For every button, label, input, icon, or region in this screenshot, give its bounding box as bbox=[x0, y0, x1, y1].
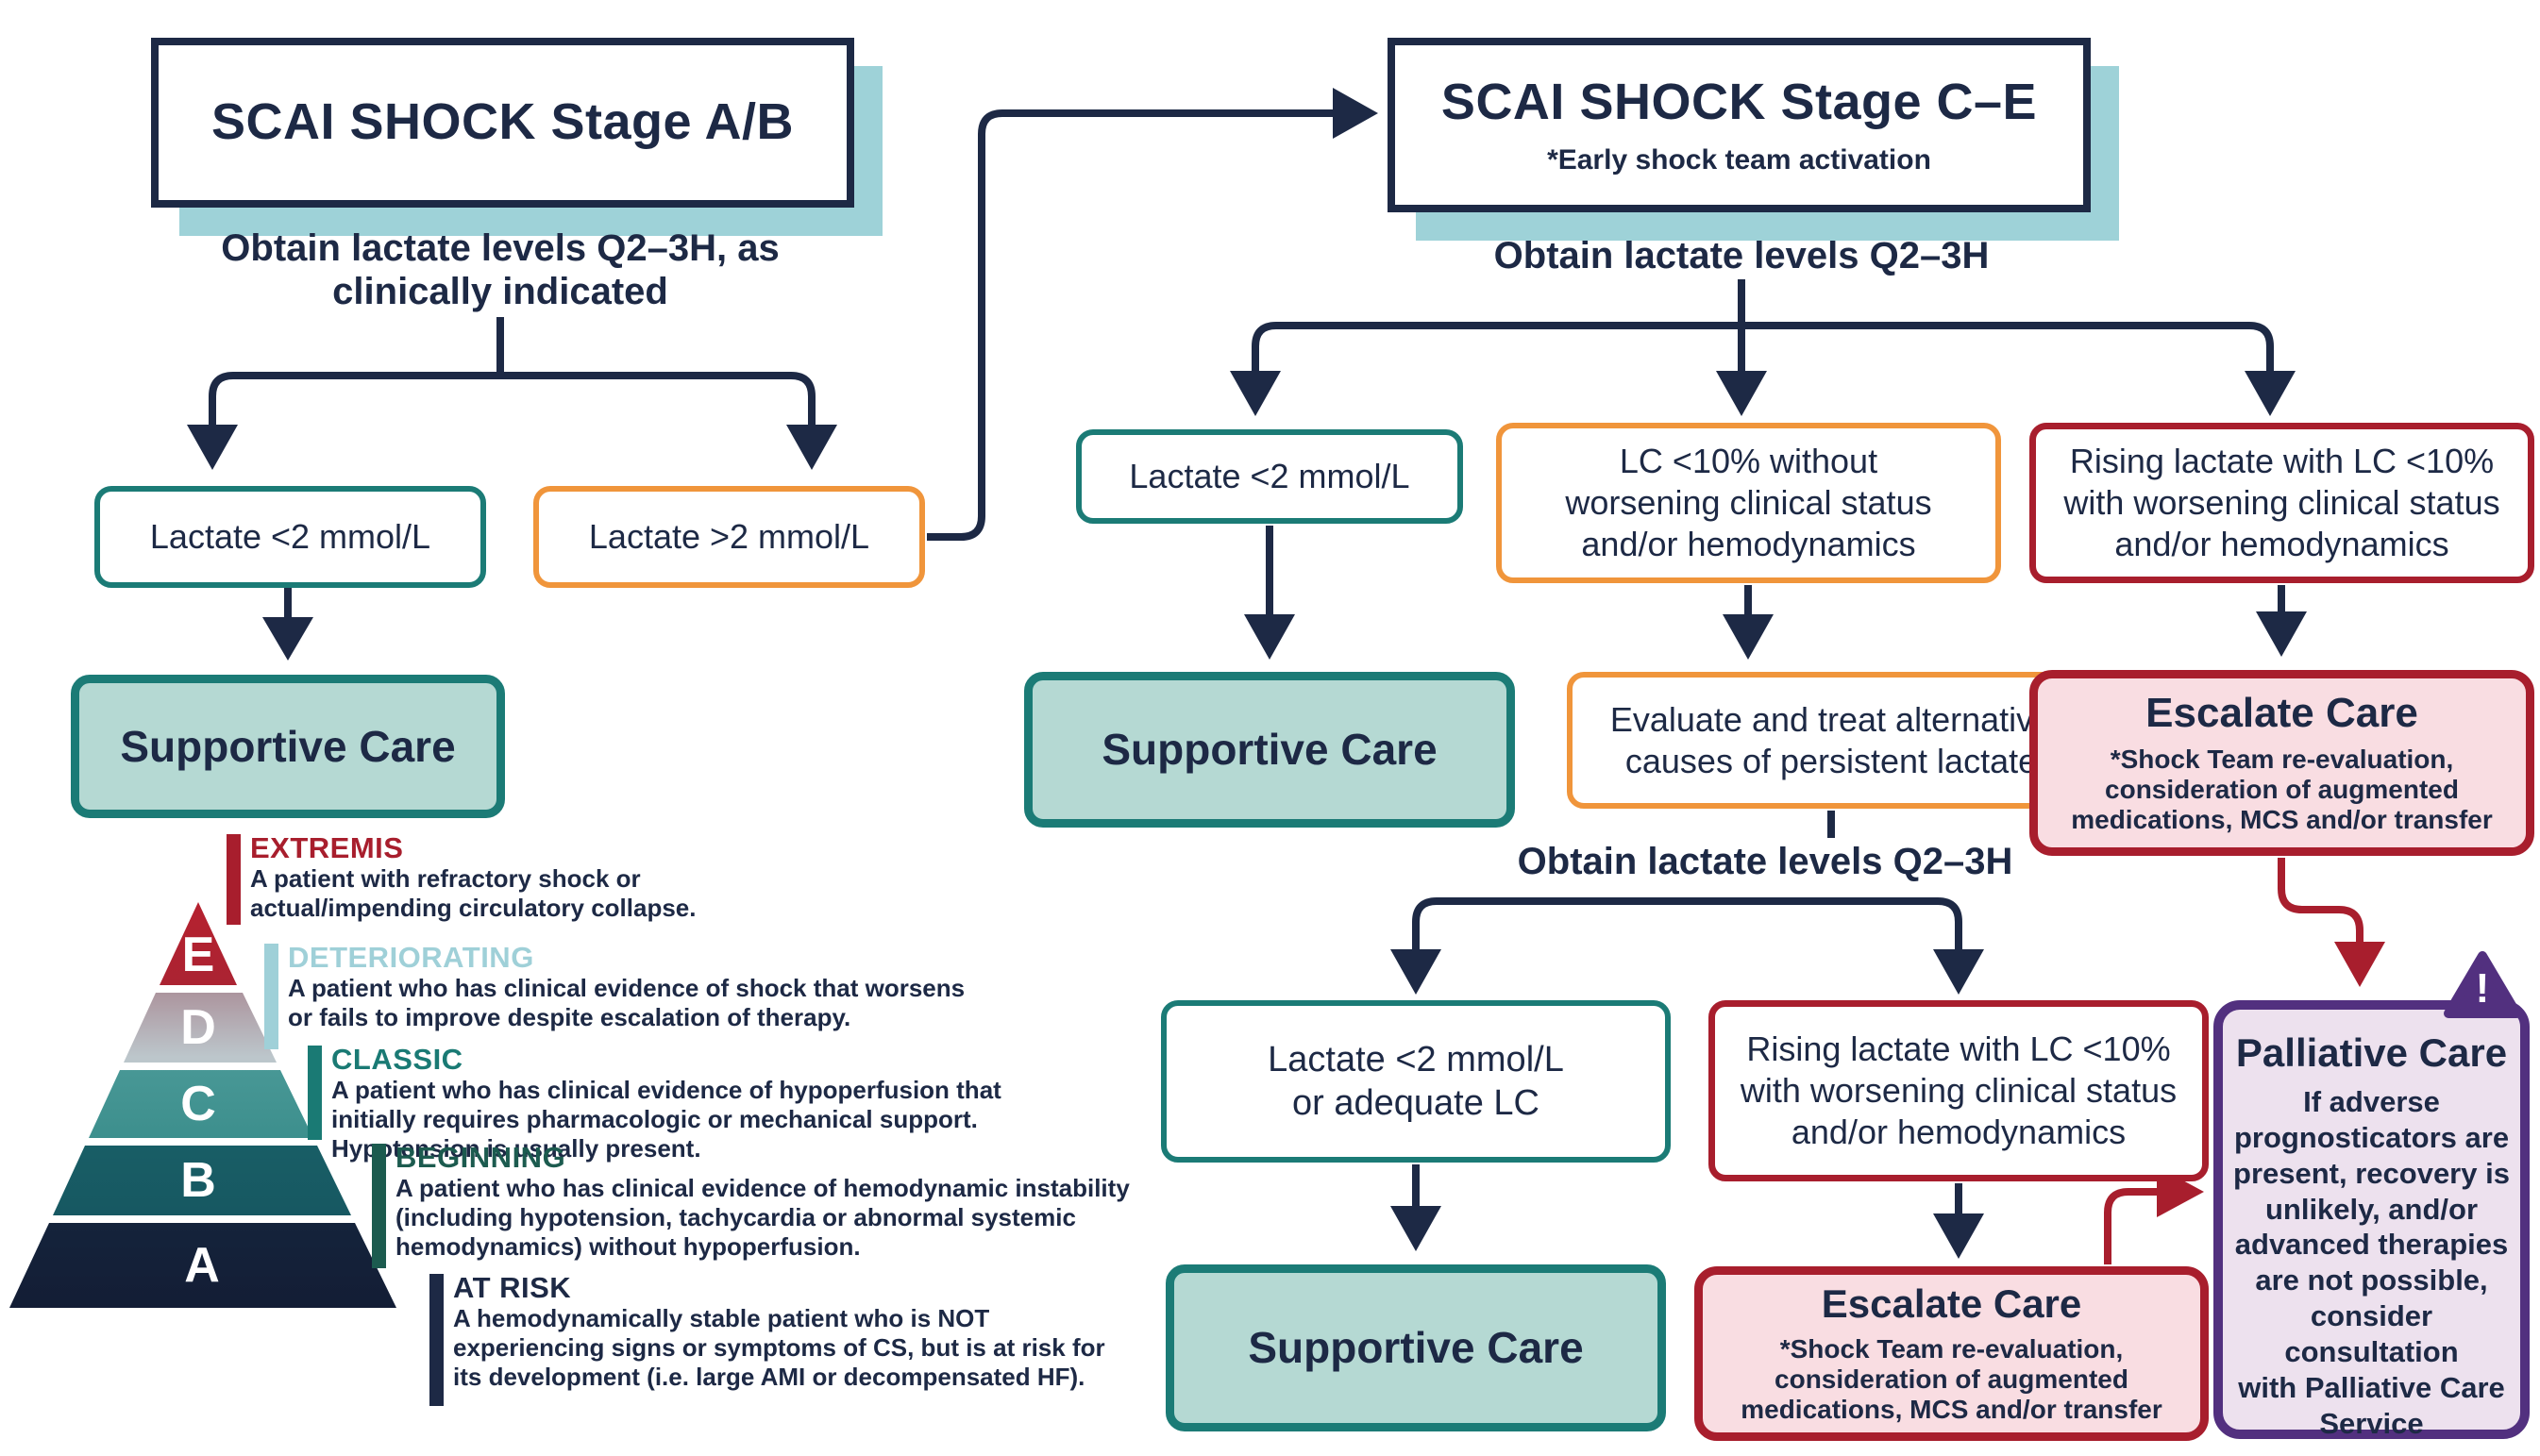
deteriorating-bar bbox=[264, 944, 278, 1049]
left-lactate-high-box: Lactate >2 mmol/L bbox=[533, 486, 925, 588]
arrowhead-red bbox=[2334, 942, 2385, 987]
r1-lactate-low-box: Lactate <2 mmol/L bbox=[1076, 429, 1463, 524]
pyramid-band-b bbox=[53, 1146, 351, 1215]
scai-stage-pyramid: E D C B A bbox=[9, 902, 398, 1310]
stage-ce-subtitle: *Early shock team activation bbox=[1547, 144, 1931, 176]
at-risk-bar bbox=[429, 1274, 444, 1406]
deteriorating-description: A patient who has clinical evidence of s… bbox=[288, 974, 966, 1032]
beginning-description: A patient who has clinical evidence of h… bbox=[395, 1174, 1130, 1262]
r4-escalate-title: Escalate Care bbox=[1821, 1280, 2082, 1326]
arrowhead bbox=[1230, 371, 1281, 416]
r4-escalate-subtitle: *Shock Team re-evaluation, consideration… bbox=[1741, 1333, 2162, 1424]
classic-description: A patient who has clinical evidence of h… bbox=[331, 1076, 1001, 1163]
arrowhead bbox=[1933, 949, 1984, 995]
pyramid-band-c bbox=[89, 1070, 313, 1138]
left-supportive-care-box: Supportive Care bbox=[71, 675, 505, 818]
warning-icon-exclamation: ! bbox=[2476, 965, 2490, 1012]
right-obtain-label-1: Obtain lactate levels Q2–3H bbox=[1493, 235, 1990, 276]
left-lactate-low-box: Lactate <2 mmol/L bbox=[94, 486, 486, 588]
arrow-escalate-to-palliative bbox=[2278, 858, 2363, 944]
at-risk-description: A hemodynamically stable patient who is … bbox=[453, 1304, 1105, 1392]
r4-supportive-care-box: Supportive Care bbox=[1166, 1264, 1666, 1431]
left-obtain-label: Obtain lactate levels Q2–3H, as clinical… bbox=[221, 227, 780, 313]
arrowhead bbox=[1333, 88, 1378, 139]
palliative-title: Palliative Care bbox=[2235, 1030, 2508, 1075]
pyramid-letter-b: B bbox=[180, 1153, 216, 1208]
r2-escalate-care-box: Escalate Care *Shock Team re-evaluation,… bbox=[2029, 670, 2534, 856]
r1-lc-without-box: LC <10% without worsening clinical statu… bbox=[1496, 423, 2001, 583]
palliative-body: If adverse prognosticators are present, … bbox=[2233, 1085, 2510, 1440]
arrowhead bbox=[2256, 611, 2307, 657]
arrowhead bbox=[1244, 614, 1295, 660]
arrowhead bbox=[786, 425, 837, 470]
r3-rising-lactate-box: Rising lactate with LC <10% with worseni… bbox=[1708, 1000, 2209, 1181]
classic-bar bbox=[308, 1046, 322, 1140]
arrowhead bbox=[1390, 949, 1441, 995]
at-risk-title: AT RISK bbox=[453, 1271, 572, 1304]
arrowhead bbox=[1723, 614, 1774, 660]
arrow-branch-right1 bbox=[1252, 322, 2274, 373]
pyramid-letter-a: A bbox=[184, 1238, 220, 1293]
r2-supportive-care-box: Supportive Care bbox=[1024, 672, 1515, 828]
beginning-title: BEGINNING bbox=[395, 1141, 566, 1174]
stage-ab-title: SCAI SHOCK Stage A/B bbox=[210, 93, 795, 151]
r3-lactate-low-box: Lactate <2 mmol/L or adequate LC bbox=[1161, 1000, 1671, 1163]
extremis-title: EXTREMIS bbox=[250, 831, 404, 864]
r2-escalate-title: Escalate Care bbox=[2145, 689, 2418, 736]
arrowhead bbox=[2245, 371, 2296, 416]
classic-title: CLASSIC bbox=[331, 1043, 463, 1076]
arrow-escalate2-to-palliative bbox=[2104, 1188, 2157, 1264]
beginning-bar bbox=[372, 1144, 386, 1268]
pyramid-band-a bbox=[9, 1223, 396, 1308]
arrow-branch-left bbox=[209, 372, 816, 427]
extremis-bar bbox=[227, 834, 241, 925]
r2-escalate-subtitle: *Shock Team re-evaluation, consideration… bbox=[2071, 744, 2493, 834]
r2-evaluate-box: Evaluate and treat alternative causes of… bbox=[1567, 672, 2095, 809]
arrow-branch-right2 bbox=[1412, 897, 1962, 951]
pyramid-letter-d: D bbox=[180, 1000, 216, 1055]
arrowhead bbox=[1390, 1206, 1441, 1251]
arrowhead bbox=[262, 617, 313, 661]
stage-ce-box: SCAI SHOCK Stage C–E *Early shock team a… bbox=[1388, 38, 2091, 212]
warning-icon: ! bbox=[2444, 951, 2521, 1018]
extremis-description: A patient with refractory shock or actua… bbox=[250, 864, 697, 923]
stage-ab-box: SCAI SHOCK Stage A/B bbox=[151, 38, 854, 208]
r1-rising-lactate-box: Rising lactate with LC <10% with worseni… bbox=[2029, 423, 2534, 583]
arrowhead bbox=[187, 425, 238, 470]
r4-escalate-care-box: Escalate Care *Shock Team re-evaluation,… bbox=[1694, 1266, 2209, 1441]
palliative-care-box: Palliative Care If adverse prognosticato… bbox=[2213, 1000, 2530, 1440]
pyramid-letter-e: E bbox=[181, 928, 215, 982]
deteriorating-title: DETERIORATING bbox=[288, 941, 534, 974]
arrowhead bbox=[1933, 1213, 1984, 1259]
stage-ce-title: SCAI SHOCK Stage C–E bbox=[1440, 74, 2038, 131]
right-obtain-label-2: Obtain lactate levels Q2–3H bbox=[1517, 841, 2013, 882]
arrowhead bbox=[1716, 371, 1767, 416]
pyramid-letter-c: C bbox=[180, 1077, 216, 1131]
